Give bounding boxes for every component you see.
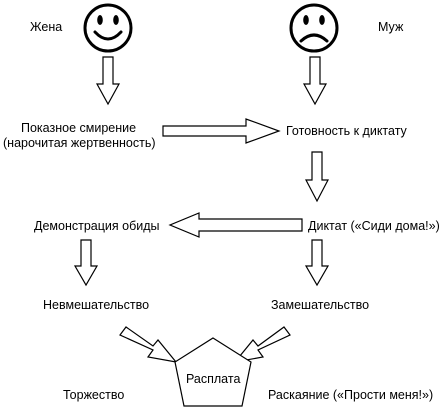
wife-label: Жена (30, 20, 63, 34)
arrow-right-pokaznoe-to-gotovnost (162, 118, 281, 144)
arrow-left-diktat-to-demonstratsiya (168, 212, 303, 238)
arrow-diag-left-to-rasplata (119, 326, 178, 363)
node-zameshatelstvo: Замешательство (271, 298, 370, 312)
rasplata-pentagon (174, 337, 252, 407)
node-rasplata: Расплата (186, 372, 241, 386)
node-raskayanie: Раскаяние («Прости меня!») (268, 388, 434, 402)
node-diktat: Диктат («Сиди дома!») (308, 219, 440, 233)
node-pokaznoe-line1: Показное смирение (21, 121, 137, 135)
arrow-down-wife-1 (95, 56, 121, 106)
smiley-sad-icon (289, 3, 339, 53)
arrow-down-husband-2 (305, 151, 329, 203)
node-nevmeshatelstvo: Невмешательство (43, 298, 150, 312)
node-torzhestvo: Торжество (63, 388, 125, 402)
arrow-diag-right-to-rasplata (233, 326, 291, 363)
node-pokaznoe-line2: (нарочитая жертвенность) (3, 136, 156, 150)
arrow-down-husband-1 (302, 56, 328, 106)
node-demonstratsiya: Демонстрация обиды (34, 219, 160, 233)
arrow-down-husband-3 (304, 239, 330, 287)
node-gotovnost: Готовность к диктату (286, 124, 407, 138)
husband-label: Муж (378, 20, 404, 34)
smiley-happy-icon (83, 3, 133, 53)
arrow-down-wife-2 (73, 239, 99, 287)
